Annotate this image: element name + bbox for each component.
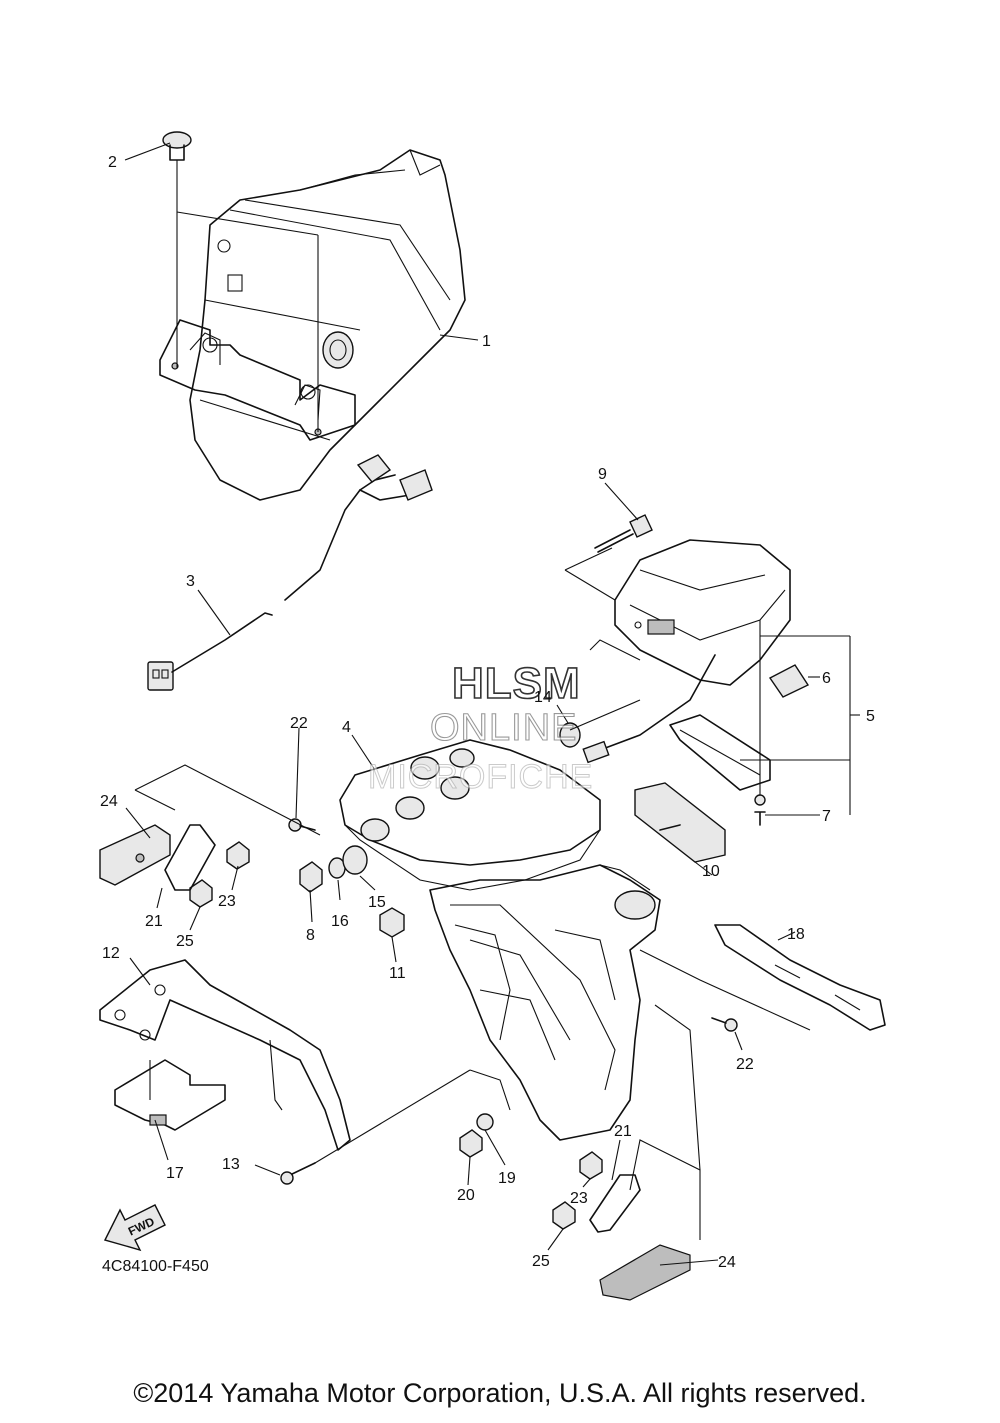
callout-23a: 23: [218, 893, 236, 910]
bolt-9-part: [564, 514, 653, 601]
callout-9: 9: [598, 466, 607, 483]
callout-21b: 21: [614, 1123, 632, 1140]
diagram-code: 4C84100-F450: [102, 1258, 209, 1275]
callout-7: 7: [822, 808, 831, 825]
callout-11: 11: [389, 965, 406, 982]
callout-17: 17: [166, 1165, 184, 1182]
callout-14: 14: [534, 689, 552, 706]
callout-8: 8: [306, 927, 315, 944]
copyright-notice: ©2014 Yamaha Motor Corporation, U.S.A. A…: [133, 1378, 867, 1408]
callout-10: 10: [702, 863, 720, 880]
callout-21a: 21: [145, 913, 163, 930]
callout-13: 13: [222, 1156, 240, 1173]
tail-light-assembly-part: [582, 539, 810, 826]
collar-14-part: [559, 722, 581, 748]
reflector-panel-part: [634, 782, 726, 863]
callout-22a: 22: [290, 715, 308, 732]
callout-12: 12: [102, 945, 120, 962]
bracket-18-part: [714, 924, 886, 1031]
callout-15: 15: [368, 894, 386, 911]
plate-17-part: [114, 1059, 226, 1131]
callout-16: 16: [331, 913, 349, 930]
bolt-2-part: [162, 131, 319, 432]
callout-labels: 2 1 3 4 5 6 7 8 9 10 11 12 13 14 15 16 1…: [100, 154, 875, 1271]
callout-23b: 23: [570, 1190, 588, 1207]
bolt-13-part: [280, 1069, 471, 1185]
callout-18: 18: [787, 926, 805, 943]
stay-21-parts: [164, 824, 641, 1233]
callout-25a: 25: [176, 933, 194, 950]
rear-fender-part: [159, 149, 466, 501]
fwd-arrow: FWD: [103, 1204, 166, 1252]
callout-1: 1: [482, 333, 491, 350]
callout-20: 20: [457, 1187, 475, 1204]
callout-leaders: [124, 142, 860, 1266]
license-bracket-part: [339, 739, 601, 891]
fasteners-group: [299, 845, 405, 938]
plate-stay-part: [99, 959, 351, 1151]
assembly-lines: [134, 639, 811, 1240]
watermark-line-1: HLSM: [452, 659, 581, 708]
watermark: HLSM ONLINE MICROFICHE: [368, 658, 593, 796]
callout-24a: 24: [100, 793, 118, 810]
callout-5: 5: [866, 708, 875, 725]
callout-24b: 24: [718, 1254, 736, 1271]
callout-2: 2: [108, 154, 117, 171]
callout-25b: 25: [532, 1253, 550, 1270]
reflectors-24-parts: [99, 824, 691, 1301]
watermark-line-2: ONLINE: [430, 707, 577, 749]
callout-22b: 22: [736, 1056, 754, 1073]
license-plate-holder-part: [429, 864, 661, 1141]
nuts-group: [189, 841, 603, 1230]
callout-19: 19: [498, 1170, 516, 1187]
callout-6: 6: [822, 670, 831, 687]
callout-4: 4: [342, 719, 351, 736]
watermark-line-3: MICROFICHE: [368, 758, 593, 796]
wire-harness-part: [147, 454, 433, 691]
callout-3: 3: [186, 573, 195, 590]
